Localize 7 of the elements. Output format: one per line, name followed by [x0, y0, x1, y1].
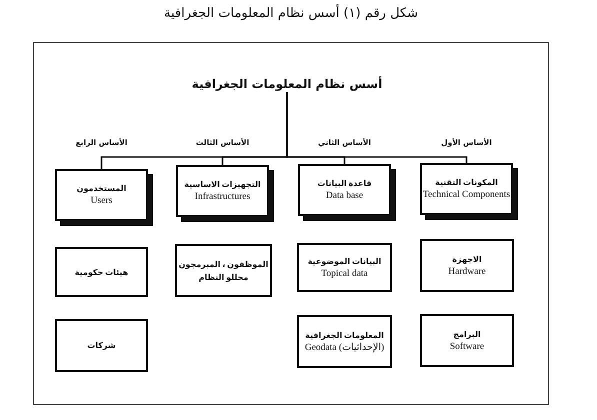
box: شركات — [55, 319, 148, 372]
heading: أسس نظام المعلومات الجغرافية — [192, 76, 382, 92]
box: المعلومات الجغرافية Geodata (الإحداثيات) — [297, 315, 392, 368]
box: هيئات حكومية — [55, 247, 148, 297]
connector-line — [100, 92, 288, 169]
figure-caption: شكل رقم (١) أسس نظام المعلومات الجغرافية — [164, 6, 418, 22]
box: الموظفون ، المبرمجون محللو النظام — [175, 244, 272, 297]
